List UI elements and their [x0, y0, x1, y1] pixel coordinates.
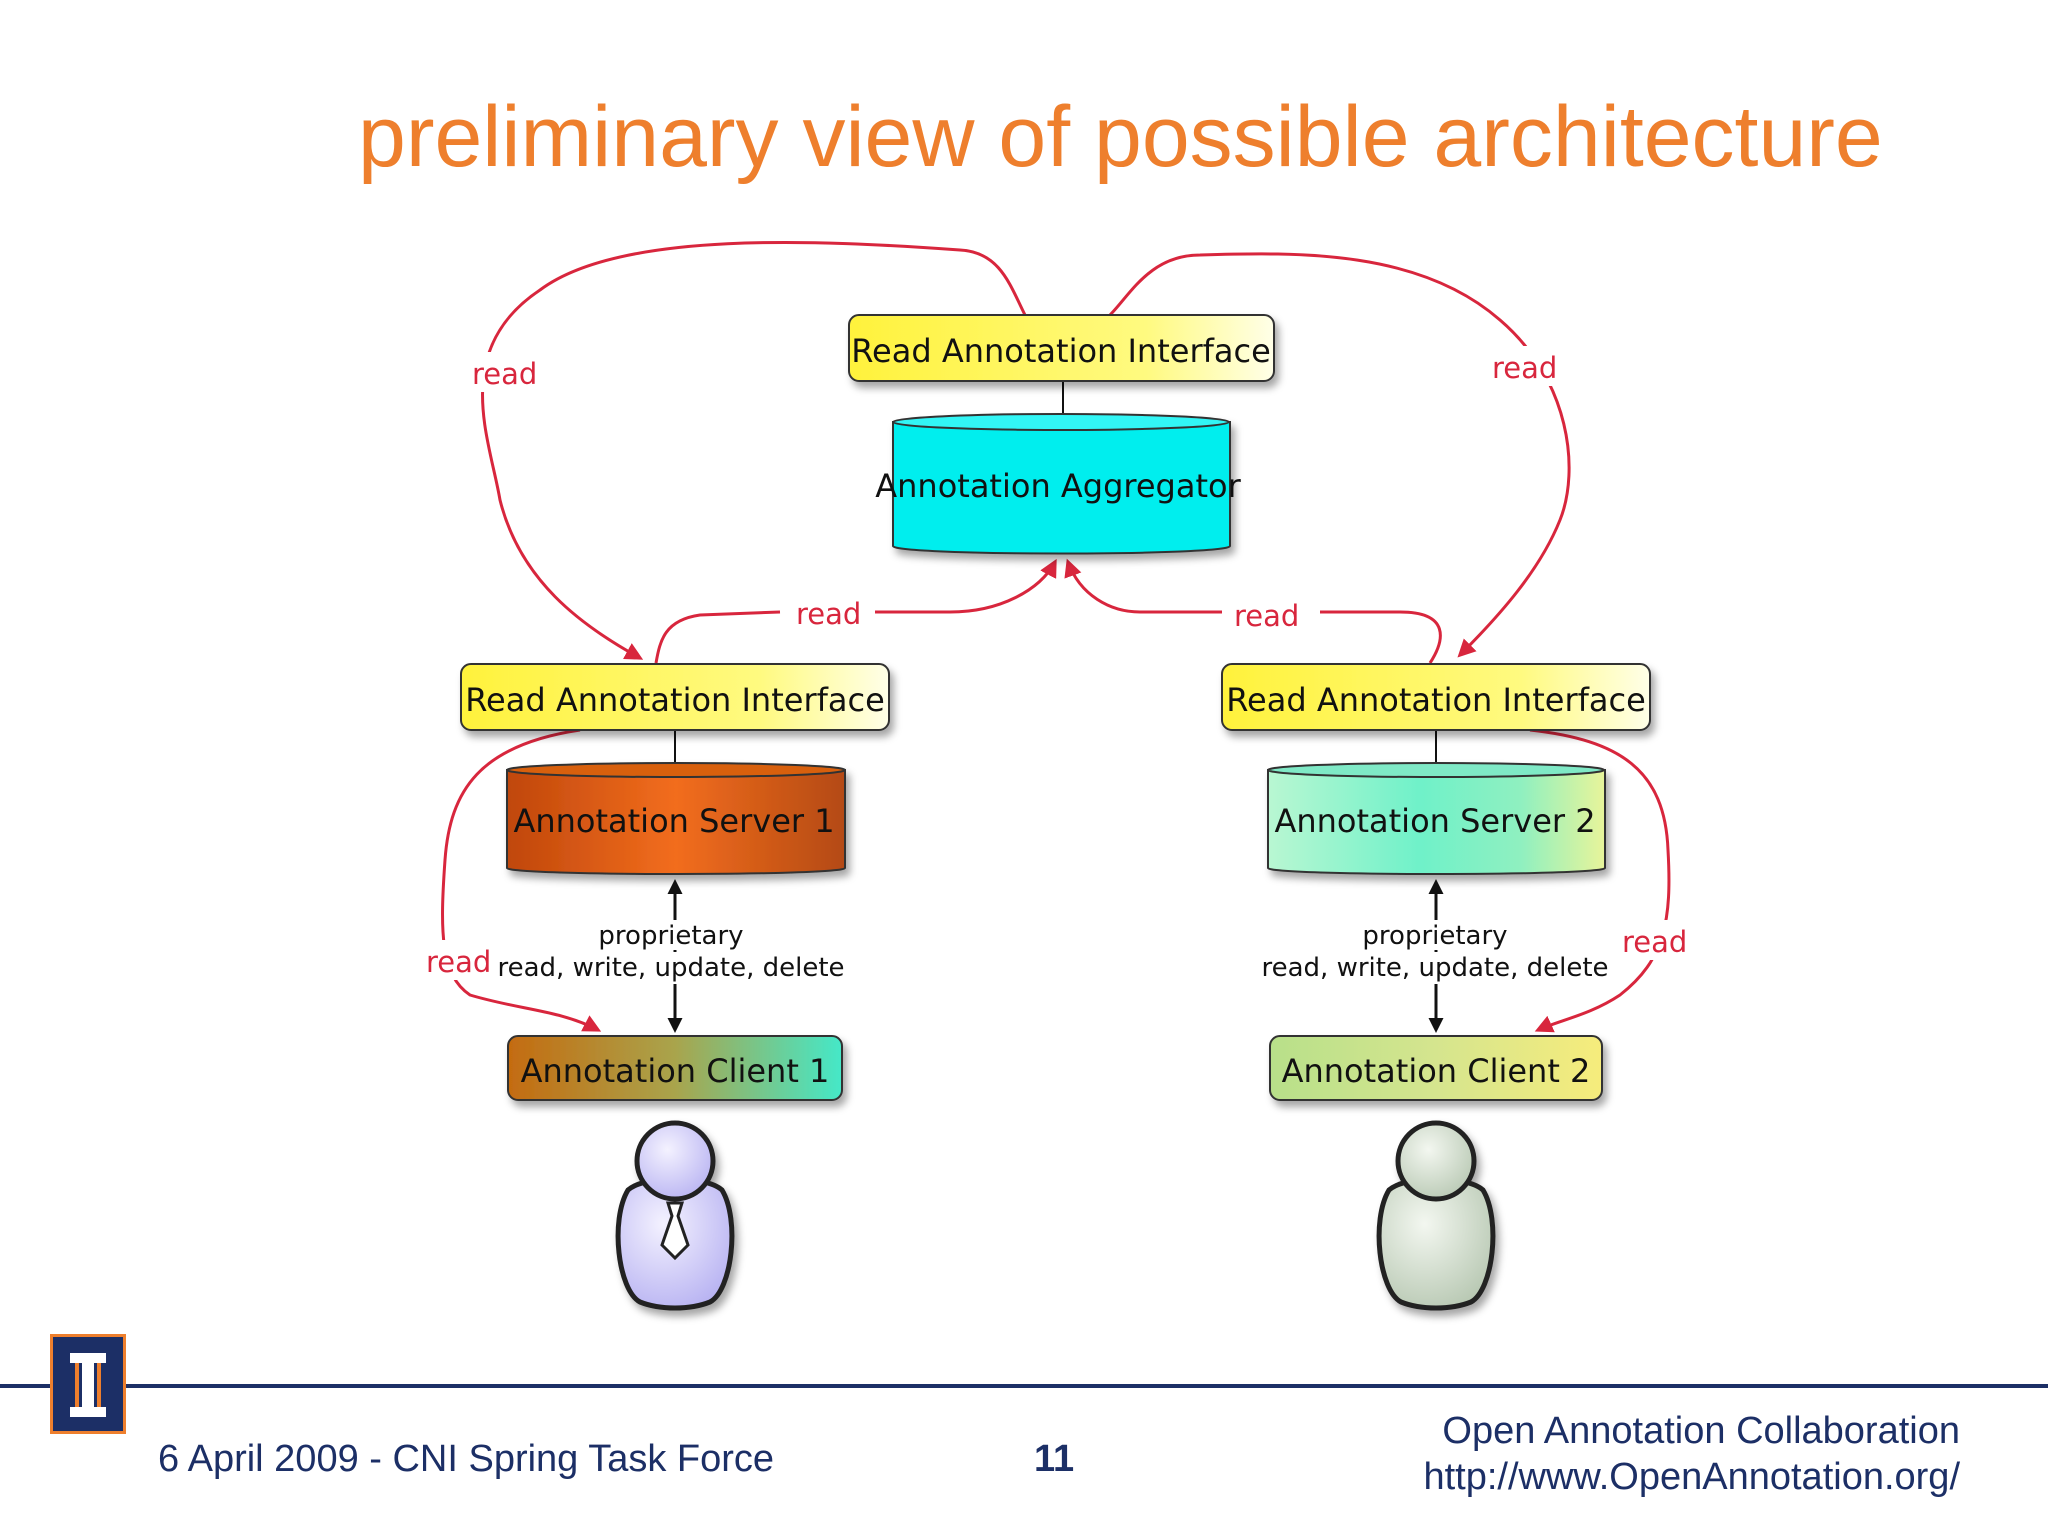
server1-label: Annotation Server 1	[513, 802, 834, 840]
proprietary-label-left: proprietary	[598, 921, 743, 951]
read-arrow-right-to-aggregator	[1068, 562, 1442, 664]
ops-label-left: read, write, update, delete	[497, 953, 844, 983]
footer-org-url[interactable]: http://www.OpenAnnotation.org/	[1423, 1456, 1960, 1498]
footer-organization: Open Annotation Collaboration http://www…	[1423, 1408, 1960, 1500]
read-arrow-right-client	[1529, 728, 1671, 1033]
read-arrow-left-to-aggregator	[654, 562, 1055, 664]
ops-label-right: read, write, update, delete	[1261, 953, 1608, 983]
left-interface-label: Read Annotation Interface	[465, 681, 885, 719]
right-interface-label: Read Annotation Interface	[1226, 681, 1646, 719]
user-icon	[1376, 1120, 1496, 1311]
annotation-aggregator	[892, 413, 1231, 555]
footer-org-name: Open Annotation Collaboration	[1442, 1410, 1960, 1452]
read-label: read	[1622, 925, 1687, 959]
read-arrow-left-client	[441, 728, 602, 1032]
top-read-annotation-interface	[848, 314, 1275, 382]
client1-label: Annotation Client 1	[521, 1052, 830, 1090]
read-label: read	[1234, 599, 1299, 633]
read-label: read	[1492, 351, 1557, 385]
page-number: 11	[1034, 1438, 1075, 1480]
annotation-client-2	[1269, 1035, 1603, 1101]
read-arrow-top-left	[481, 240, 1027, 660]
annotation-client-1	[507, 1035, 843, 1101]
user-with-tie-icon	[615, 1120, 735, 1311]
slide-title: preliminary view of possible architectur…	[358, 89, 1883, 185]
annotation-server-1	[506, 762, 846, 875]
annotation-server-2	[1267, 762, 1606, 875]
read-label: read	[426, 945, 491, 979]
read-arrow-top-right	[1108, 252, 1571, 658]
left-read-annotation-interface	[460, 663, 890, 731]
proprietary-label-right: proprietary	[1362, 921, 1507, 951]
right-read-annotation-interface	[1221, 663, 1651, 731]
top-interface-label: Read Annotation Interface	[851, 332, 1271, 370]
read-label: read	[796, 597, 861, 631]
server2-label: Annotation Server 2	[1274, 802, 1595, 840]
read-label: read	[472, 357, 537, 391]
university-logo	[50, 1334, 126, 1434]
aggregator-label: Annotation Aggregator	[875, 467, 1241, 505]
footer-event: 6 April 2009 - CNI Spring Task Force	[158, 1438, 775, 1480]
footer-rule	[0, 1384, 2048, 1388]
client2-label: Annotation Client 2	[1282, 1052, 1591, 1090]
